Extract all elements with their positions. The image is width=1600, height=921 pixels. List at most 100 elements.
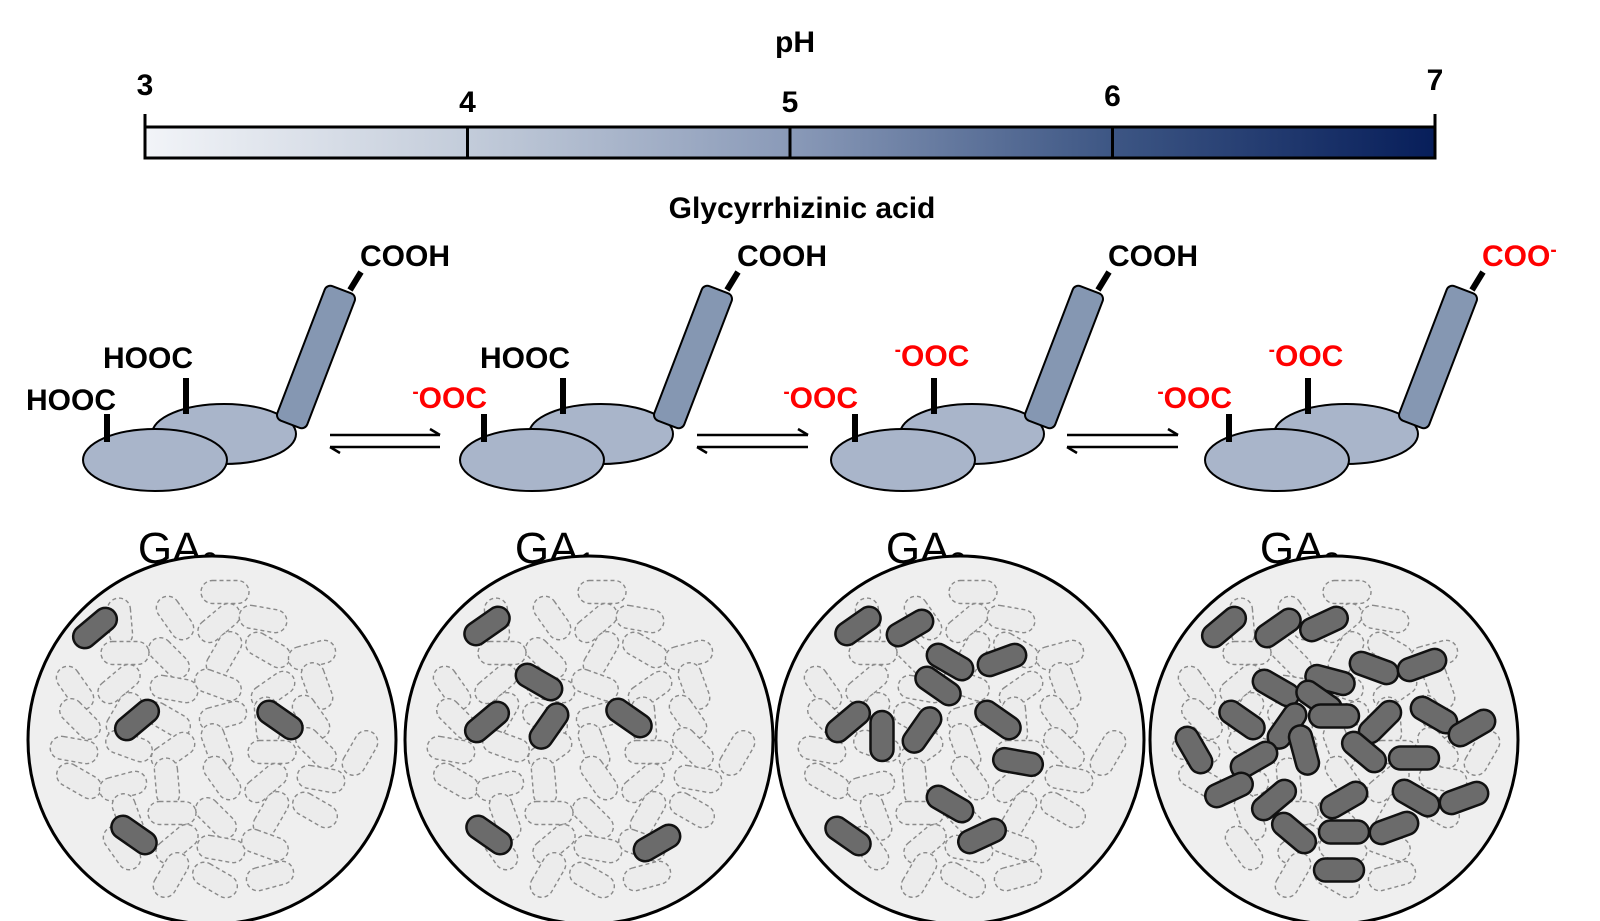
inactive-rod [244, 631, 292, 669]
inactive-rod [900, 851, 938, 899]
group-stem [1226, 414, 1232, 442]
molecule-title: Glycyrrhizinic acid [669, 192, 936, 225]
inactive-rod [149, 674, 199, 704]
active-rod [1299, 605, 1349, 643]
active-rod [869, 709, 895, 763]
inactive-rod [718, 729, 756, 777]
carboxyl-group-label: COOH [737, 240, 827, 273]
inactive-rod [100, 640, 150, 666]
group-stem [183, 378, 189, 414]
inactive-rod [58, 697, 102, 741]
active-rod [463, 605, 511, 647]
active-rod [901, 706, 943, 754]
equilibrium-arrows-icon [1066, 427, 1179, 455]
inactive-rod [803, 762, 851, 800]
active-rod [1312, 857, 1366, 883]
inactive-rod [1360, 604, 1410, 634]
active-rod [463, 700, 511, 744]
micelle-circle [403, 554, 775, 921]
inactive-rod [147, 636, 191, 680]
aglycone-tail [1024, 284, 1104, 430]
inactive-rod [524, 636, 568, 680]
active-rod [1287, 724, 1321, 776]
group-stem [852, 414, 858, 442]
inactive-rod [948, 579, 998, 605]
inactive-rod [294, 726, 338, 770]
inactive-rod [939, 861, 987, 899]
carboxyl-group-label: COOH [360, 240, 450, 273]
inactive-rod [147, 800, 197, 826]
group-stem [104, 414, 110, 442]
inactive-rod [55, 762, 103, 800]
inactive-rod [155, 823, 199, 865]
active-rod [925, 642, 975, 682]
inactive-rod [245, 860, 295, 892]
inactive-rod [621, 762, 665, 804]
inactive-rod [1000, 790, 1038, 838]
aglycone-tail [653, 284, 733, 430]
inactive-rod [574, 602, 618, 644]
carboxyl-group-label: COOH [1108, 240, 1198, 273]
inactive-rod [477, 640, 527, 666]
inactive-rod [629, 790, 667, 838]
micelle-outline [1148, 554, 1520, 921]
active-rod [1270, 811, 1318, 855]
active-rod [1396, 647, 1448, 683]
inactive-rod [191, 861, 239, 899]
active-rod [1391, 778, 1441, 818]
active-rod [925, 784, 975, 824]
inactive-rod [848, 640, 898, 666]
ionization-states: HOOCHOOCCOOHGA0-OOCHOOCCOOHGA1-OOC-OOCCO… [26, 240, 1557, 921]
inactive-rod [668, 694, 708, 740]
inactive-rod [568, 861, 616, 899]
active-rod [914, 665, 962, 707]
inactive-rod [945, 602, 989, 644]
micelle-outline [403, 554, 775, 921]
inactive-rod [671, 726, 715, 770]
active-rod [824, 815, 872, 857]
active-rod [991, 746, 1045, 778]
aglycone-tail [276, 284, 356, 430]
sugar-ring-front [1204, 428, 1350, 492]
ph-tick-label: 7 [1427, 64, 1444, 97]
equilibrium-arrows [329, 427, 1179, 455]
active-rod [1368, 810, 1420, 846]
inactive-rod [529, 851, 567, 899]
inactive-rod [1463, 729, 1501, 777]
sugar-ring-front [459, 428, 605, 492]
carboxyl-group-label: -OOC [1269, 340, 1344, 374]
inactive-rod [1180, 697, 1224, 741]
inactive-rod [1322, 579, 1372, 605]
inactive-rod [1418, 764, 1468, 794]
inactive-rod [432, 665, 472, 711]
active-rod [110, 814, 158, 856]
inactive-rod [1044, 764, 1094, 794]
ph-tick-label: 4 [459, 86, 476, 119]
inactive-rod [1219, 663, 1263, 705]
inactive-rod [1224, 825, 1264, 871]
inactive-rod [673, 764, 723, 794]
group-stem [1305, 378, 1311, 414]
inactive-rod [296, 764, 346, 794]
inactive-rod [474, 663, 518, 705]
active-rod [834, 605, 882, 647]
group-stem [1095, 270, 1112, 292]
inactive-rod [238, 604, 288, 634]
inactive-rod [571, 668, 619, 702]
micelle-circle [26, 554, 398, 921]
inactive-rod [903, 823, 947, 865]
inactive-rod [194, 796, 238, 840]
inactive-rod [668, 791, 716, 829]
active-rod [71, 606, 119, 650]
group-stem [724, 270, 741, 292]
group-stem [1469, 270, 1486, 292]
micelle-outline [26, 554, 398, 921]
inactive-rod [200, 579, 250, 605]
inactive-rod [573, 834, 623, 864]
